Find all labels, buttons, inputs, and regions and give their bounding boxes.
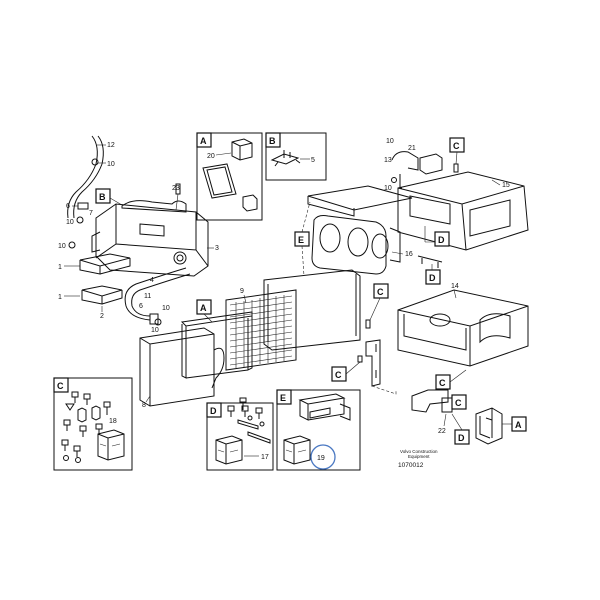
callout-number: 16 <box>405 251 413 258</box>
reference-code: 1070012 <box>398 462 424 469</box>
callout-number: 17 <box>261 454 269 461</box>
section-tag-letter: B <box>99 192 106 202</box>
section-tag-letter: D <box>458 433 465 443</box>
reference-line-1: Volvo Construction <box>400 449 438 454</box>
callout-number: 7 <box>89 210 93 217</box>
tag-d-inset: D <box>210 406 217 416</box>
inset-box-a <box>196 132 263 221</box>
callout-number: 10 <box>58 243 66 250</box>
callout-number: 22 <box>438 428 446 435</box>
callout-number: 8 <box>142 402 146 409</box>
callout-number: 11 <box>144 293 151 300</box>
inset-box-b <box>265 132 327 181</box>
callout-number: 5 <box>311 157 315 164</box>
callout-19: 19 <box>317 455 325 462</box>
tag-b-left <box>95 188 111 204</box>
section-tag-letter: C <box>335 370 342 380</box>
callout-number: 4 <box>150 277 154 284</box>
section-tag-letter: C <box>439 378 446 388</box>
section-tag-letter: C <box>453 141 460 151</box>
callout-number: 10 <box>151 327 159 334</box>
reference-line-2: Equipment <box>408 454 430 459</box>
section-tag-letter: E <box>298 235 304 245</box>
section-tag-letter: A <box>515 420 522 430</box>
callout-number: 6 <box>66 203 70 210</box>
callout-number: 13 <box>384 157 392 164</box>
tag-e-inset: E <box>280 393 286 403</box>
tag-c-inset: C <box>57 381 64 391</box>
callout-number: 15 <box>502 182 510 189</box>
callout-number: 2 <box>100 313 104 320</box>
inset-box-c <box>53 377 133 471</box>
tag-d-upper <box>434 231 450 247</box>
fastener-set <box>61 391 111 463</box>
callout-number: 6 <box>139 303 143 310</box>
radiator-fins <box>229 295 293 368</box>
tag-a-right <box>511 416 527 432</box>
callout-number: 18 <box>109 418 117 425</box>
callout-number: 10 <box>384 185 392 192</box>
bracket-set <box>227 405 271 444</box>
tag-b-inset: B <box>269 136 276 146</box>
tag-a-inset: A <box>200 136 207 146</box>
section-tag-letter: C <box>377 287 384 297</box>
callout-number: 14 <box>451 283 459 290</box>
callout-number: 21 <box>408 145 416 152</box>
callout-number: 20 <box>207 153 215 160</box>
section-tag-letter: A <box>200 303 207 313</box>
inset-box-e <box>276 389 361 471</box>
tag-c-mid-upper <box>373 283 389 299</box>
callout-number: 1 <box>58 264 62 271</box>
callout-number: 3 <box>215 245 219 252</box>
callout-number: 10 <box>66 219 74 226</box>
callout-number: 9 <box>240 288 244 295</box>
highlight-circle <box>310 444 336 470</box>
section-tag-letter: D <box>429 273 436 283</box>
callout-number: 10 <box>162 305 170 312</box>
callout-number: 1 <box>58 294 62 301</box>
callout-number: 10 <box>107 161 115 168</box>
callout-number: 10 <box>386 138 394 145</box>
section-tag-letter: C <box>455 398 462 408</box>
callout-number: 12 <box>107 142 115 149</box>
tag-c-far <box>451 394 467 410</box>
inset-box-d <box>206 402 274 471</box>
section-tag-letter: D <box>438 235 445 245</box>
tag-d-mid <box>425 269 441 285</box>
